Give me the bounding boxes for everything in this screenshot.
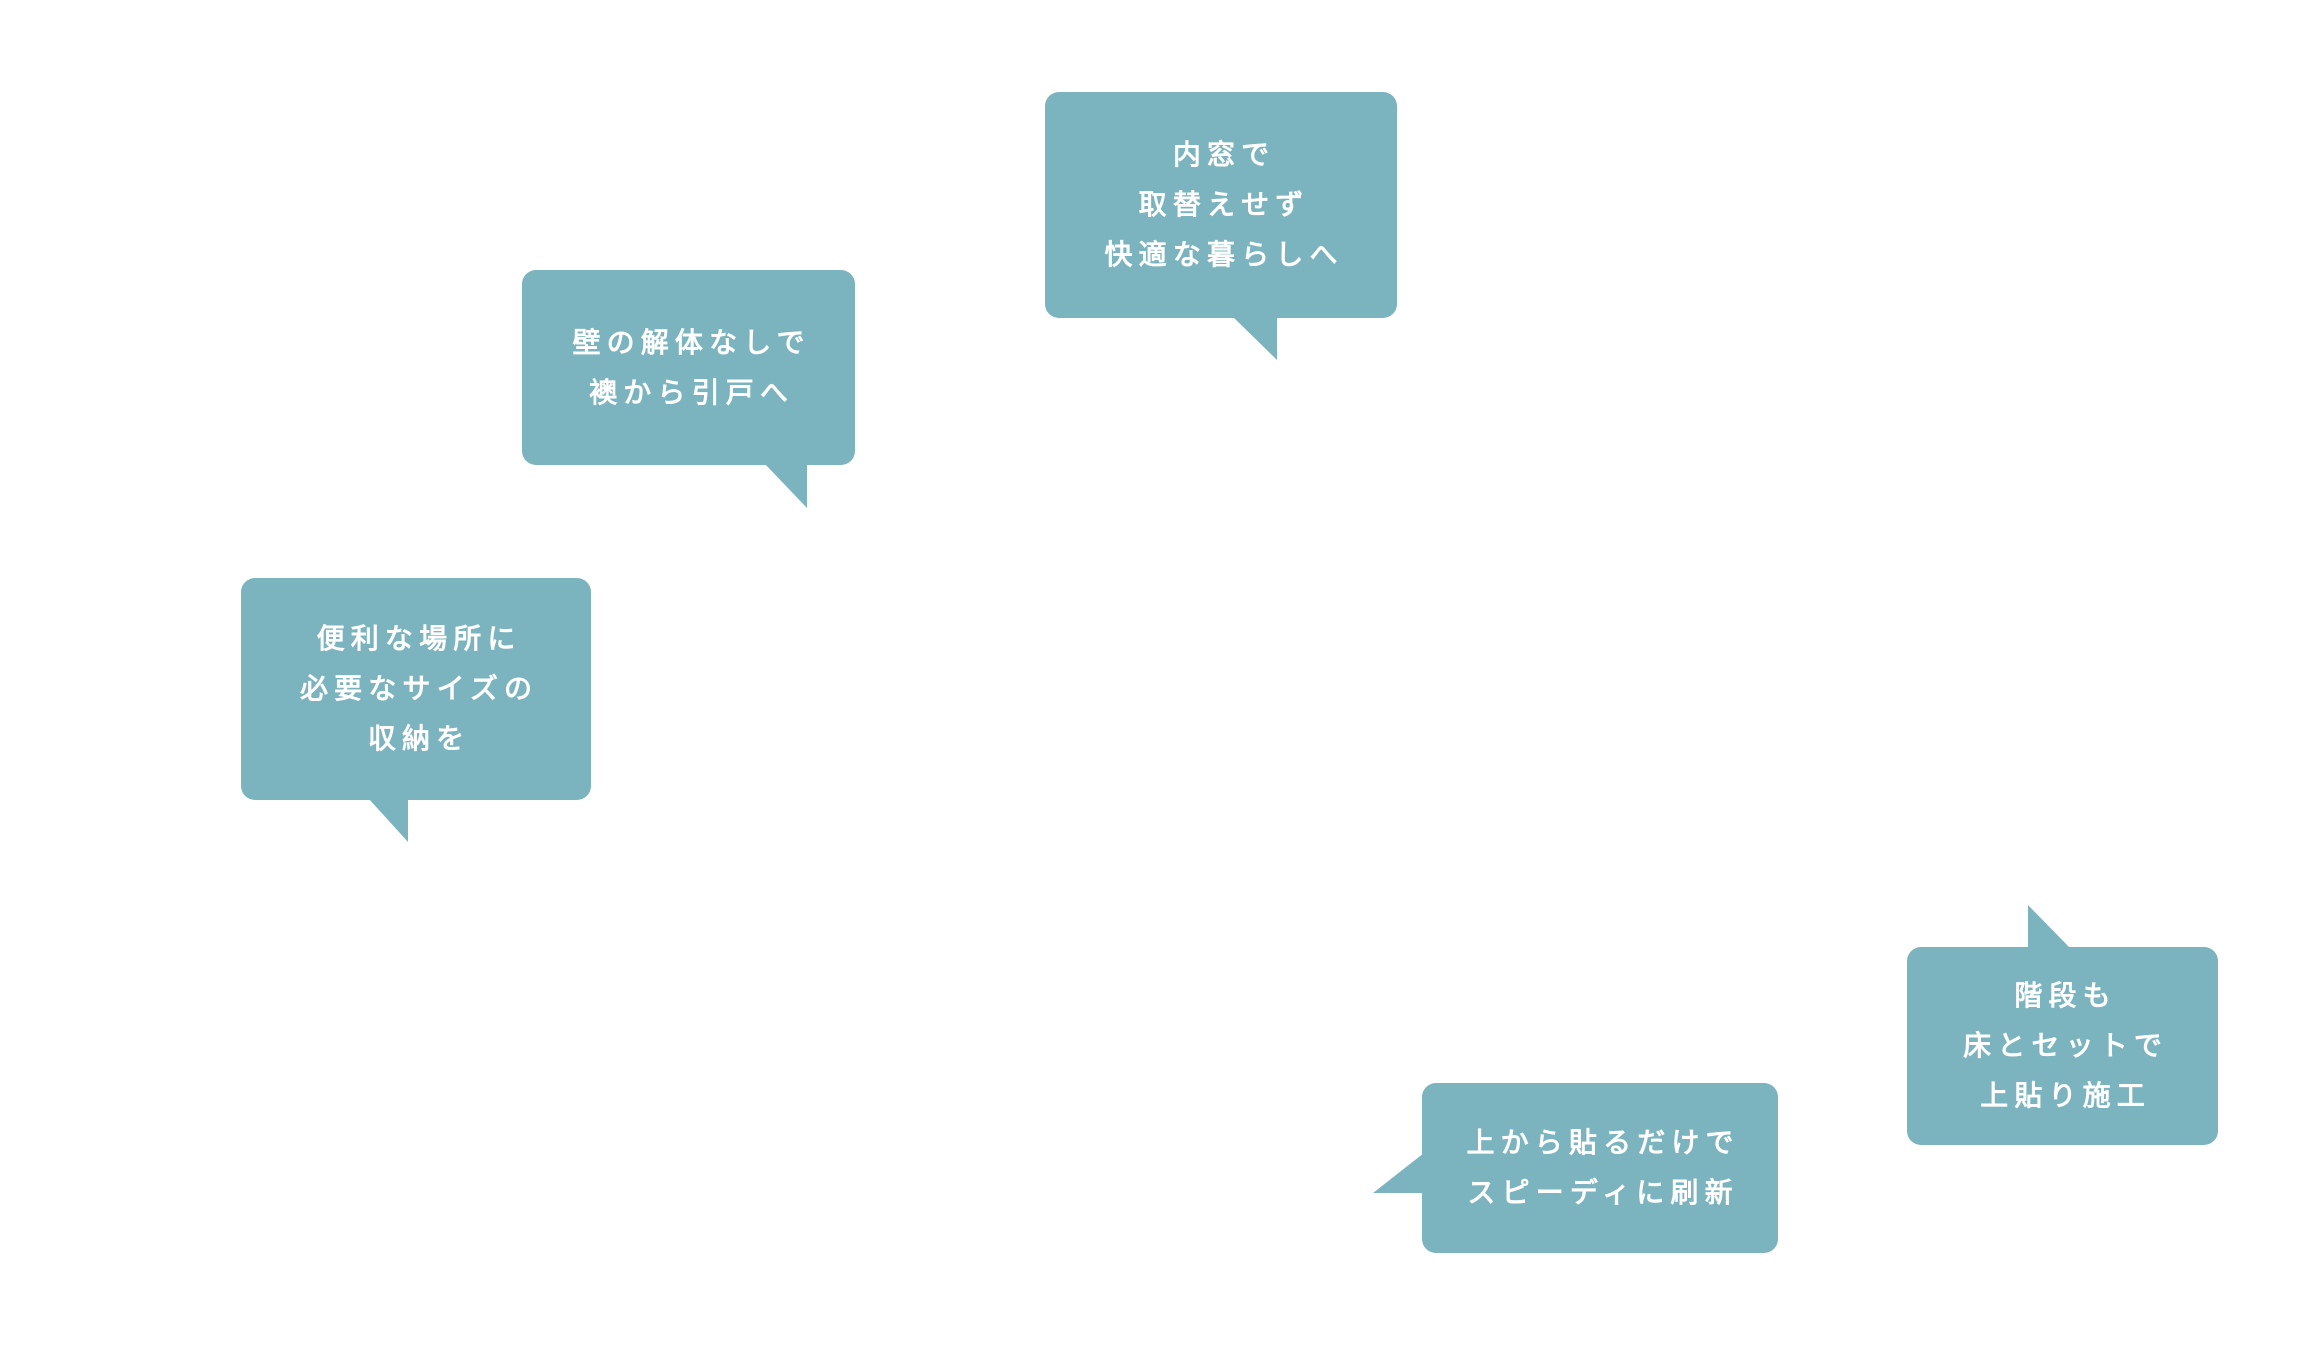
bubble-line: 収納を [367,722,471,755]
bubble-line: 床とセットで [1963,1029,2169,1062]
bubble-tail [1373,1153,1424,1193]
bubble-tail [764,463,807,508]
bubble-line: 襖から引戸へ [589,375,795,409]
bubble-line: 内窓で [1172,138,1276,171]
speech-bubble-sliding-door: 壁の解体なしで 襖から引戸へ [522,270,855,465]
bubble-line: 上から貼るだけで [1466,1126,1740,1159]
speech-bubble-stairs: 階段も 床とセットで 上貼り施工 [1907,947,2218,1145]
bubble-line: 取替えせず [1138,188,1310,221]
bubble-tail [368,798,408,842]
bubble-line: 上貼り施工 [1980,1079,2151,1112]
bubble-line: 壁の解体なしで [572,325,811,359]
bubble-line: 便利な場所に [316,622,522,655]
speech-bubble-storage: 便利な場所に 必要なサイズの 収納を [241,578,591,800]
bubble-tail [1232,316,1277,360]
speech-bubble-inner-window: 内窓で 取替えせず 快適な暮らしへ [1045,92,1397,318]
bubble-tail [2028,905,2071,949]
bubble-line: 階段も [2014,979,2117,1012]
bubble-line: 必要なサイズの [299,672,539,705]
speech-bubble-overlay: 上から貼るだけで スピーディに刷新 [1422,1083,1778,1253]
bubble-line: 快適な暮らしへ [1104,238,1344,271]
bubble-line: スピーディに刷新 [1467,1176,1739,1209]
